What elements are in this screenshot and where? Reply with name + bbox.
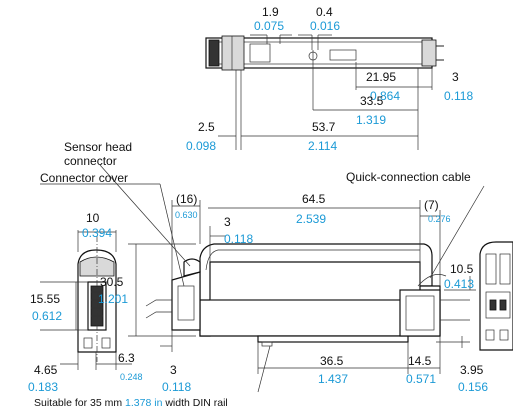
din-rail-note-inch: 1.378 in	[125, 397, 163, 409]
dim-53-7-mm: 53.7	[312, 120, 336, 134]
dim-10-mm: 10	[86, 211, 100, 225]
dim-36-5-mm: 36.5	[320, 354, 344, 368]
top-view	[205, 35, 444, 71]
dim-10-5-in: 0.413	[444, 277, 474, 291]
dim-21-95-in: 0.864	[370, 89, 400, 103]
dim-30-5-in: 1.201	[98, 292, 128, 306]
top-view-dimensions	[218, 34, 433, 150]
side-view	[77, 236, 117, 362]
dim-3-95-mm: 3.95	[460, 363, 484, 377]
dim-3-top-in: 0.118	[444, 89, 473, 103]
dim-3-top-mm: 3	[452, 70, 459, 84]
label-connector-cover: Connector cover	[40, 171, 128, 185]
label-sensor-head-connector-line2: connector	[64, 154, 117, 168]
dim-3-upper-mm: 3	[224, 215, 231, 229]
dim-14-5-in: 0.571	[406, 372, 436, 386]
leader-lines	[40, 164, 485, 393]
label-quick-connection-cable: Quick-connection cable	[346, 170, 471, 184]
dim-1-9-in: 0.075	[254, 19, 284, 33]
front-view-dimensions	[128, 200, 476, 374]
dim-64-5-in: 2.539	[296, 212, 326, 226]
dim-3-lower-mm: 3	[170, 363, 177, 377]
dim-36-5-in: 1.437	[318, 372, 348, 386]
dim-7-in: 0.276	[428, 214, 451, 224]
din-rail-note-prefix: Suitable for 35 mm	[34, 397, 125, 409]
dim-1-9-mm: 1.9	[262, 5, 279, 19]
dim-16-in: 0.630	[175, 210, 198, 220]
dim-33-5-in: 1.319	[356, 113, 386, 127]
dim-7-mm: (7)	[424, 198, 439, 212]
dim-2-5-mm: 2.5	[198, 120, 215, 134]
din-rail-note-suffix: width DIN rail	[162, 397, 227, 409]
dim-3-upper-in: 0.118	[224, 232, 253, 246]
dim-64-5-mm: 64.5	[302, 192, 326, 206]
label-sensor-head-connector-line1: Sensor head	[64, 140, 132, 154]
dim-14-5-mm: 14.5	[408, 354, 432, 368]
side-view-dimensions	[40, 230, 132, 370]
dim-53-7-in: 2.114	[308, 139, 337, 153]
dim-6-3-in: 0.248	[120, 372, 143, 382]
din-rail-note: Suitable for 35 mm 1.378 in width DIN ra…	[34, 397, 228, 409]
front-view	[145, 243, 470, 347]
dim-3-lower-in: 0.118	[162, 380, 191, 394]
dim-16-mm: (16)	[176, 192, 197, 206]
dim-10-5-mm: 10.5	[450, 262, 474, 276]
dim-2-5-in: 0.098	[186, 139, 216, 153]
dim-4-65-mm: 4.65	[34, 363, 58, 377]
dim-30-5-mm: 30.5	[100, 275, 124, 289]
dim-10-in: 0.394	[82, 226, 112, 240]
dim-3-95-in: 0.156	[458, 380, 488, 394]
dim-15-55-mm: 15.55	[30, 292, 60, 306]
dim-6-3-mm: 6.3	[118, 351, 135, 365]
dim-21-95-mm: 21.95	[366, 70, 396, 84]
dim-15-55-in: 0.612	[32, 309, 62, 323]
dim-0-4-in: 0.016	[310, 19, 340, 33]
dim-0-4-mm: 0.4	[316, 5, 333, 19]
dim-33-5-mm: 33.5	[360, 94, 384, 108]
dim-4-65-in: 0.183	[28, 380, 58, 394]
right-side-view	[479, 241, 513, 351]
